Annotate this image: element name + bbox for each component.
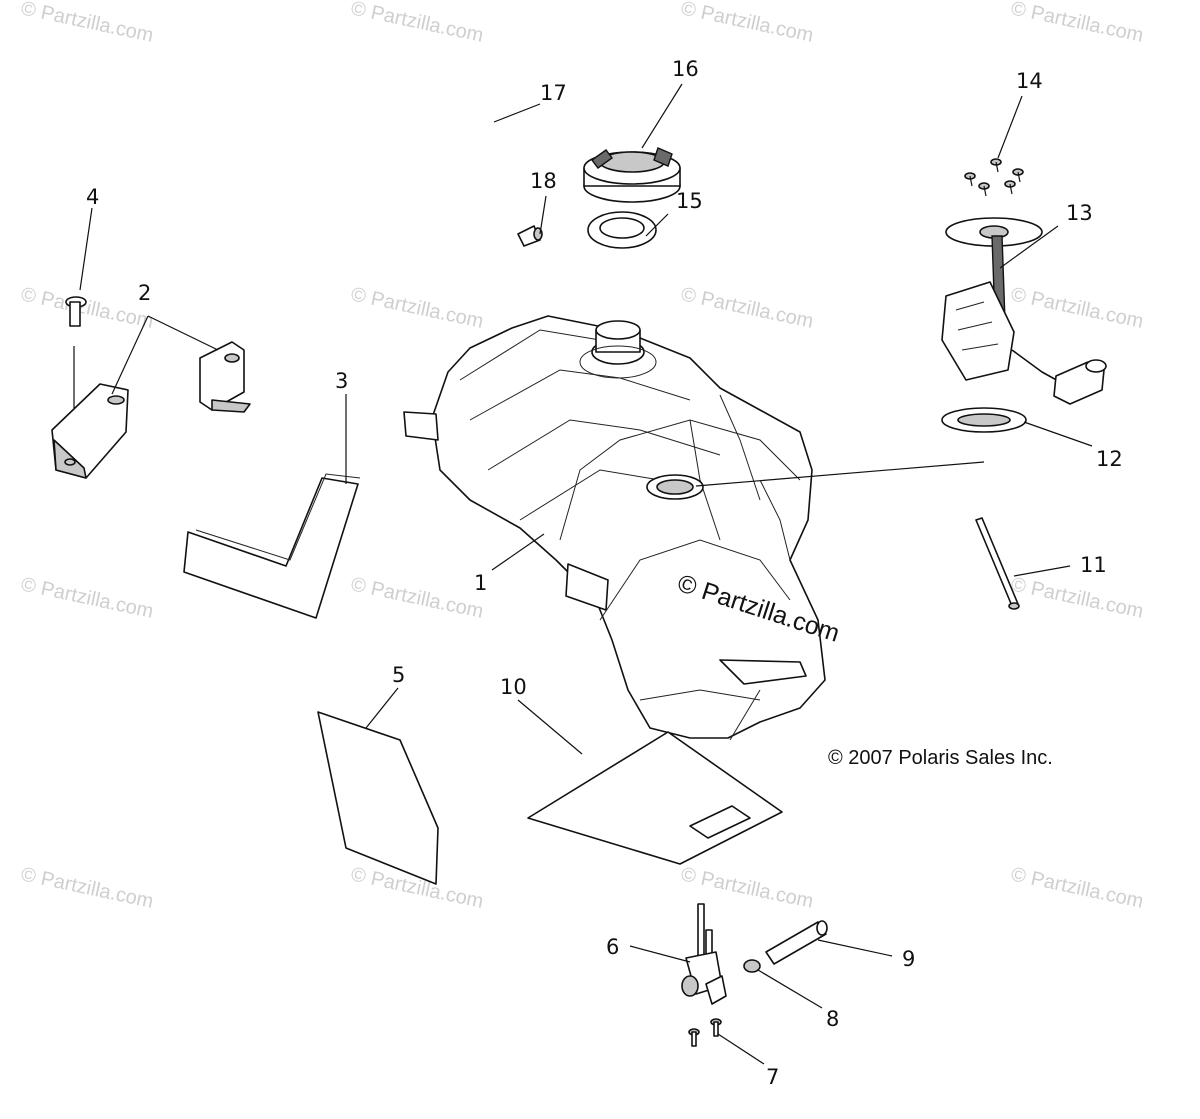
callout-11: 11 [1080,553,1107,577]
callout-3: 3 [335,369,348,393]
o-ring-part [743,959,761,973]
callout-16: 16 [672,57,699,81]
seal-ring-part [587,211,657,249]
watermark: © Partzilla.com [1009,573,1145,623]
fuel-pump-part [941,217,1107,405]
callout-4: 4 [86,185,99,209]
watermark: © Partzilla.com [19,863,155,913]
watermark: © Partzilla.com [349,573,485,623]
leader-lines [79,83,1093,1065]
gasket-part [941,407,1027,433]
callout-17: 17 [540,81,567,105]
l-pad-part [183,473,361,619]
callout-12: 12 [1096,447,1123,471]
petcock-screws-part [688,1018,722,1047]
callout-5: 5 [392,663,405,687]
vent-hose-part [442,105,521,251]
bolt-part [65,296,87,408]
watermark: © Partzilla.com [1009,863,1145,913]
callout-labels: 1 2 3 4 5 6 7 8 9 10 11 12 13 14 15 16 1… [86,57,1123,1089]
callout-8: 8 [826,1007,839,1031]
callout-14: 14 [1016,69,1043,93]
watermark: © Partzilla.com [349,283,485,333]
fuel-line-part [765,920,828,965]
screws-part [964,158,1024,197]
watermark: © Partzilla.com [19,283,155,333]
watermark: © Partzilla.com [19,573,155,623]
watermark: © Partzilla.com [679,283,815,333]
callout-2: 2 [138,281,151,305]
petcock-part [681,903,727,1005]
watermark: © Partzilla.com [19,0,155,47]
callout-10: 10 [500,675,527,699]
panel-part [317,711,439,885]
heat-shield-part [527,731,783,865]
watermark: © Partzilla.com [679,0,815,47]
copyright-notice: © 2007 Polaris Sales Inc. [828,747,1053,769]
callout-7: 7 [766,1065,779,1089]
callout-6: 6 [606,935,619,959]
fuel-cap-part [583,147,681,203]
rod-part [975,517,1020,610]
watermark: © Partzilla.com [1009,283,1145,333]
watermark: © Partzilla.com [349,0,485,47]
callout-13: 13 [1066,201,1093,225]
fuel-tank-part [403,315,826,741]
watermark: © Partzilla.com [1009,0,1145,47]
callout-1: 1 [474,571,487,595]
callout-18: 18 [530,169,557,193]
bracket-part [51,341,251,479]
callout-9: 9 [902,947,915,971]
callout-15: 15 [676,189,703,213]
vent-fitting-part [517,225,543,247]
